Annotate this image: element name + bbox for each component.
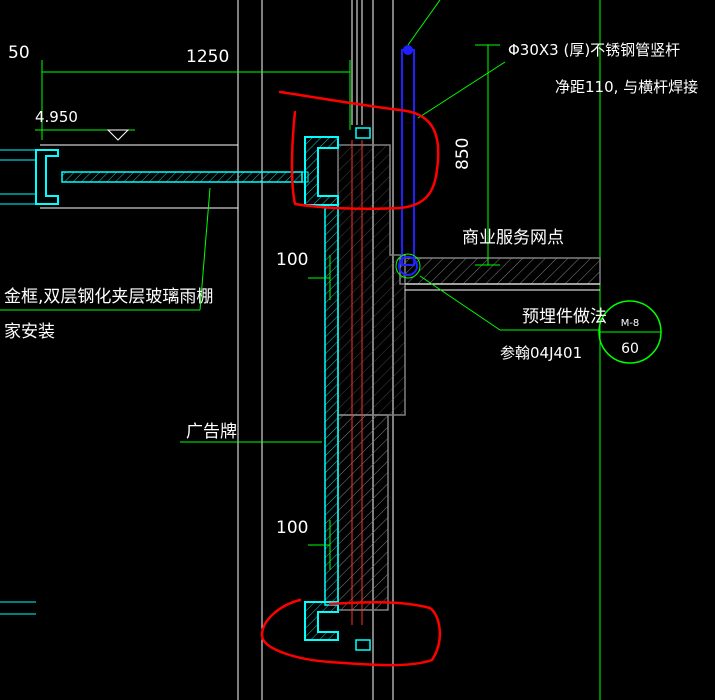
markup-bottom: [260, 598, 441, 667]
dim-850: 850: [453, 138, 473, 170]
pipe-spec-line1: Φ30X3 (厚)不锈钢管竖杆: [508, 41, 680, 59]
detail-callout: M-8 60: [598, 300, 662, 364]
callout-top-label: M-8: [621, 318, 640, 329]
rebar-lines: [351, 140, 363, 625]
canopy-label-line2: 家安装: [4, 322, 55, 342]
leader-lines: [0, 0, 600, 570]
dimension-texts: 50 1250 4.950 850 100 100: [8, 43, 473, 538]
red-markups: [260, 90, 441, 667]
concrete-column: [337, 144, 601, 611]
embed-ref-label: 参翰04J401: [500, 344, 582, 362]
billboard-label: 广告牌: [186, 422, 237, 442]
markup-top: [278, 90, 440, 211]
elevation-marker: [106, 129, 130, 141]
dim-100-bottom: 100: [276, 518, 308, 538]
annotation-texts: Φ30X3 (厚)不锈钢管竖杆 净距110, 与横杆焊接 商业服务网点 预埋件做…: [4, 41, 698, 442]
dim-50: 50: [8, 43, 30, 63]
dim-1250: 1250: [186, 47, 229, 67]
embed-method-label: 预埋件做法: [522, 307, 607, 327]
pipe-spec-line2: 净距110, 与横杆焊接: [555, 78, 698, 96]
dim-100-top: 100: [276, 250, 308, 270]
stainless-pipe: [395, 45, 421, 279]
canopy-label-line1: 金框,双层钢化夹层玻璃雨棚: [4, 287, 213, 307]
canopy-beam: [35, 149, 309, 205]
left-wall: [0, 144, 238, 615]
elevation-label: 4.950: [35, 108, 78, 126]
callout-bottom-label: 60: [621, 341, 639, 357]
service-point-label: 商业服务网点: [462, 228, 564, 248]
billboard-panel: [304, 127, 371, 651]
